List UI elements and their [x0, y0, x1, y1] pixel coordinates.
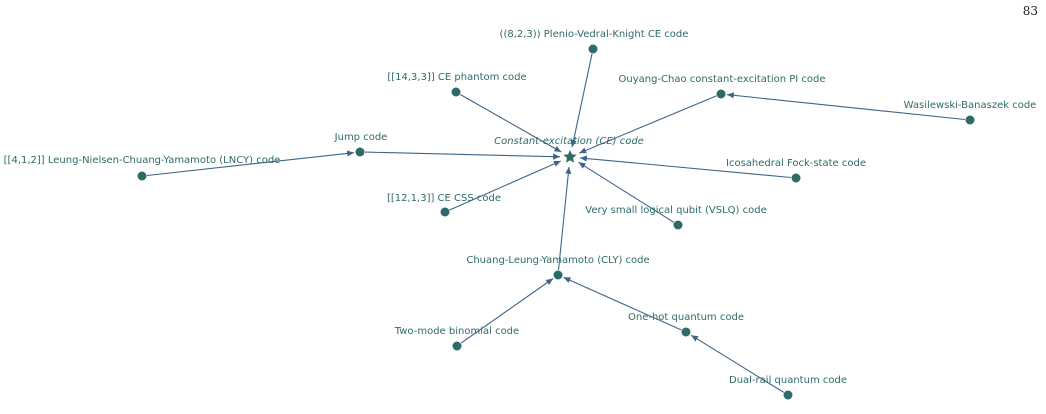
label-binomial: Two-mode binomial code: [394, 326, 519, 337]
page-number: 83: [1022, 4, 1038, 18]
label-cly: Chuang-Leung-Yamamoto (CLY) code: [466, 255, 649, 266]
node-plenio[interactable]: [588, 44, 598, 54]
label-ce: Constant-excitation (CE) code: [494, 136, 644, 147]
edge-wasilewski-to-ouyang: [726, 92, 966, 121]
node-ouyang[interactable]: [716, 89, 726, 99]
node-onehot[interactable]: [681, 327, 691, 337]
node-dualrail[interactable]: [783, 390, 793, 400]
label-dualrail: Dual-rail quantum code: [729, 375, 847, 386]
node-lncy[interactable]: [137, 171, 147, 181]
label-jump: Jump code: [334, 132, 388, 143]
edge-dualrail-to-onehot: [690, 334, 784, 393]
edge-vslq-to-ce: [578, 161, 675, 223]
edge-phantom-to-ce: [460, 94, 562, 153]
node-cly[interactable]: [553, 270, 563, 280]
label-wasilewski: Wasilewski-Banaszek code: [904, 100, 1037, 111]
node-icosa[interactable]: [791, 173, 801, 183]
edge-cly-to-ce: [557, 166, 572, 271]
edge-ouyang-to-ce: [578, 95, 717, 154]
node-wasilewski[interactable]: [965, 115, 975, 125]
label-css: [[12,1,3]] CE CSS code: [387, 193, 501, 204]
label-vslq: Very small logical qubit (VSLQ) code: [585, 205, 766, 216]
root-star-icon[interactable]: [563, 150, 577, 163]
node-css[interactable]: [440, 207, 450, 217]
label-ouyang: Ouyang-Chao constant-excitation PI code: [618, 74, 825, 85]
edge-css-to-ce: [449, 160, 562, 211]
edge-icosa-to-ce: [579, 155, 792, 179]
edge-plenio-to-ce: [570, 53, 593, 148]
node-phantom[interactable]: [451, 87, 461, 97]
node-vslq[interactable]: [673, 220, 683, 230]
node-jump[interactable]: [355, 147, 365, 157]
labels-layer: Constant-excitation (CE) code ((8,2,3)) P…: [4, 29, 1037, 386]
edge-onehot-to-cly: [563, 276, 682, 331]
edges-layer: [146, 53, 966, 393]
label-onehot: One-hot quantum code: [628, 312, 744, 323]
node-binomial[interactable]: [452, 341, 462, 351]
label-phantom: [[14,3,3]] CE phantom code: [387, 72, 526, 83]
label-lncy: [[4,1,2]] Leung-Nielsen-Chuang-Yamamoto …: [4, 155, 281, 166]
label-plenio: ((8,2,3)) Plenio-Vedral-Knight CE code: [500, 29, 689, 40]
label-icosa: Icosahedral Fock-state code: [726, 158, 866, 169]
edge-binomial-to-cly: [460, 278, 554, 344]
edge-jump-to-ce: [364, 151, 561, 160]
nodes-layer: [137, 44, 975, 400]
edge-lncy-to-jump: [146, 150, 355, 177]
